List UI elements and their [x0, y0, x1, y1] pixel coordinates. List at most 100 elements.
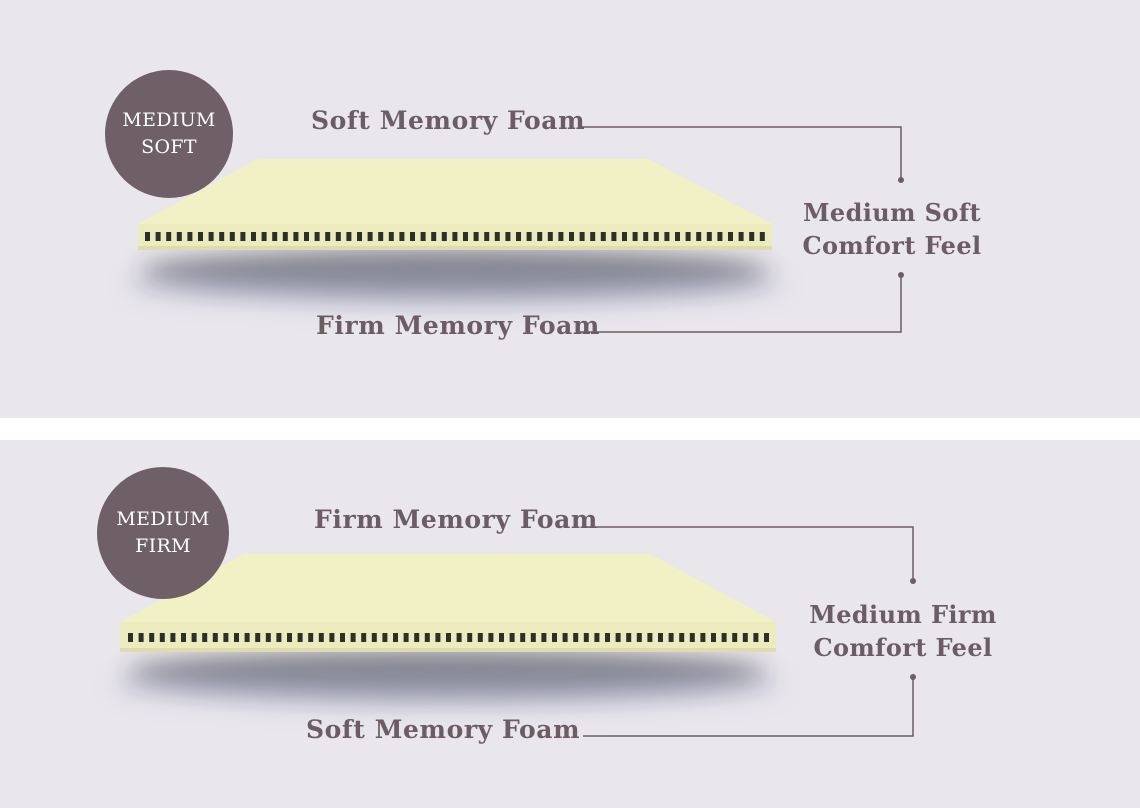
ventilation-hole	[265, 633, 271, 642]
ventilation-hole	[643, 232, 649, 241]
ventilation-hole	[547, 232, 553, 241]
ventilation-hole	[357, 232, 362, 241]
ventilation-hole	[191, 633, 197, 642]
bottom-layer-label: Firm Memory Foam	[316, 311, 600, 340]
ventilation-hole	[155, 232, 161, 241]
ventilation-hole	[530, 633, 536, 642]
ventilation-hole	[223, 633, 229, 642]
ventilation-hole	[287, 633, 292, 642]
ventilation-hole	[605, 633, 610, 642]
ventilation-hole	[181, 633, 186, 642]
ventilation-hole	[749, 232, 755, 241]
comfort-feel-line-1: Medium Soft	[802, 198, 982, 227]
ventilation-hole	[721, 633, 727, 642]
ventilation-hole	[166, 232, 172, 241]
ventilation-hole	[159, 633, 165, 642]
ventilation-hole	[499, 633, 504, 642]
badge-line-2: SOFT	[141, 136, 197, 158]
ventilation-hole	[711, 633, 716, 642]
ventilation-hole	[622, 232, 627, 241]
ventilation-hole	[308, 633, 314, 642]
ventilation-hole	[399, 232, 405, 241]
ventilation-hole	[340, 633, 345, 642]
ventilation-hole	[297, 633, 303, 642]
ventilation-hole	[282, 232, 288, 241]
ventilation-hole	[318, 633, 324, 642]
badge-line-1: MEDIUM	[116, 508, 210, 530]
ventilation-hole	[240, 232, 246, 241]
ventilation-hole	[632, 232, 638, 241]
ventilation-hole	[138, 633, 144, 642]
ventilation-hole	[170, 633, 176, 642]
ventilation-hole	[350, 633, 356, 642]
mattress-ventilation-holes	[145, 232, 765, 241]
ventilation-hole	[653, 232, 659, 241]
ventilation-hole	[679, 633, 685, 642]
leader-line-top	[580, 126, 902, 180]
ventilation-hole	[742, 633, 748, 642]
ventilation-hole	[212, 633, 218, 642]
top-layer-label: Firm Memory Foam	[314, 505, 598, 534]
ventilation-hole	[314, 232, 320, 241]
ventilation-hole	[706, 232, 712, 241]
ventilation-hole	[145, 232, 150, 241]
ventilation-hole	[176, 232, 182, 241]
ventilation-hole	[664, 232, 670, 241]
ventilation-hole	[696, 232, 702, 241]
ventilation-hole	[600, 232, 606, 241]
mattress-illustration-firm	[112, 526, 916, 737]
ventilation-hole	[446, 633, 451, 642]
mattress-illustration-soft	[125, 126, 904, 333]
ventilation-hole	[473, 232, 479, 241]
firmness-badge: MEDIUM SOFT	[105, 70, 233, 198]
ventilation-hole	[611, 232, 617, 241]
ventilation-hole	[484, 232, 490, 241]
ventilation-hole	[255, 633, 261, 642]
ventilation-hole	[668, 633, 674, 642]
ventilation-hole	[738, 232, 744, 241]
ventilation-hole	[424, 633, 430, 642]
comfort-feel-label: Medium Soft Comfort Feel	[800, 196, 984, 262]
ventilation-hole	[393, 633, 398, 642]
ventilation-hole	[329, 633, 335, 642]
ventilation-hole	[378, 232, 384, 241]
ventilation-hole	[325, 232, 331, 241]
ventilation-hole	[569, 232, 574, 241]
ventilation-hole	[505, 232, 511, 241]
ventilation-hole	[410, 232, 415, 241]
ventilation-hole	[717, 232, 723, 241]
leader-dot-bottom	[910, 674, 916, 680]
ventilation-hole	[187, 232, 193, 241]
badge-line-1: MEDIUM	[122, 109, 216, 131]
mattress-shadow-halo	[125, 263, 785, 307]
ventilation-hole	[198, 232, 203, 241]
ventilation-hole	[626, 633, 632, 642]
ventilation-hole	[304, 232, 309, 241]
ventilation-hole	[759, 232, 765, 241]
leader-line-bottom	[580, 275, 902, 333]
ventilation-hole	[494, 232, 500, 241]
top-layer-label: Soft Memory Foam	[311, 106, 586, 135]
ventilation-hole	[463, 232, 468, 241]
ventilation-hole	[202, 633, 208, 642]
ventilation-hole	[346, 232, 352, 241]
ventilation-hole	[658, 633, 663, 642]
ventilation-hole	[647, 633, 653, 642]
ventilation-hole	[537, 232, 543, 241]
ventilation-hole	[685, 232, 691, 241]
ventilation-hole	[149, 633, 155, 642]
ventilation-hole	[516, 232, 521, 241]
ventilation-hole	[526, 232, 532, 241]
ventilation-hole	[509, 633, 515, 642]
ventilation-hole	[689, 633, 695, 642]
comfort-feel-label: Medium Firm Comfort Feel	[806, 598, 1000, 664]
ventilation-hole	[558, 232, 564, 241]
ventilation-hole	[441, 232, 447, 241]
leader-dot-top	[898, 177, 904, 183]
ventilation-hole	[219, 232, 225, 241]
ventilation-hole	[615, 633, 621, 642]
ventilation-hole	[552, 633, 557, 642]
ventilation-hole	[675, 232, 680, 241]
ventilation-hole	[579, 232, 585, 241]
badge-line-2: FIRM	[135, 535, 191, 557]
